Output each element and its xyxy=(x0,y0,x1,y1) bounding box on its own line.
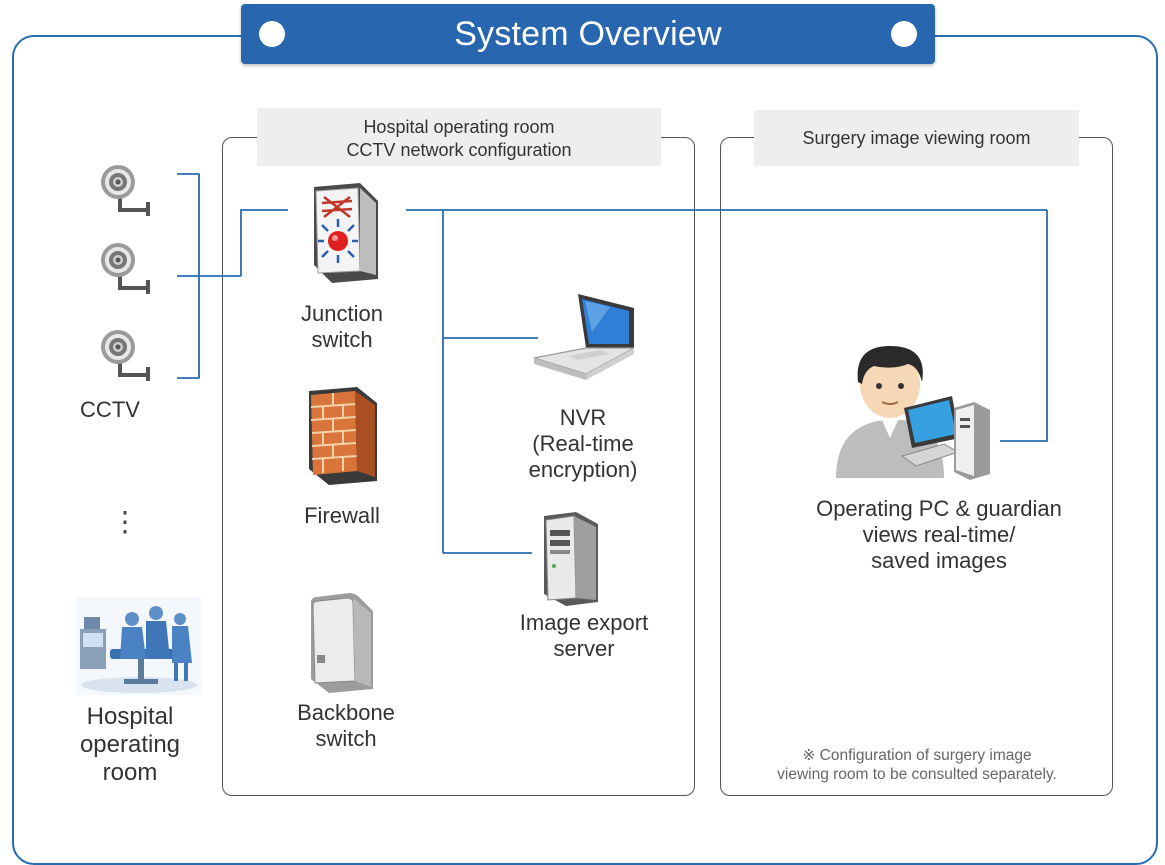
label-line: Operating PC & guardian xyxy=(816,496,1062,521)
panel-title-line: CCTV network configuration xyxy=(346,140,572,160)
backbone-switch-label: Backbone switch xyxy=(280,700,412,752)
label-line: Image export xyxy=(519,610,649,635)
hospital-network-panel-title: Hospital operating room CCTV network con… xyxy=(257,108,661,166)
cctv-camera-icon xyxy=(101,243,150,294)
label-line: encryption) xyxy=(528,457,638,482)
firewall-label: Firewall xyxy=(304,503,380,528)
backbone-switch-icon xyxy=(311,593,373,693)
operating-pc-label: Operating PC & guardian views real-time/… xyxy=(780,496,1098,574)
image-export-server-label: Image export server xyxy=(500,610,668,662)
label-line: room xyxy=(102,759,158,786)
operating-room-label: Hospital operating room xyxy=(60,703,200,787)
laptop-icon xyxy=(533,294,635,380)
banner-dot-right xyxy=(891,21,917,47)
server-icon xyxy=(544,512,598,606)
cctv-camera-icon xyxy=(101,330,150,381)
firewall-icon xyxy=(309,387,377,485)
junction-switch-label: Junction switch xyxy=(280,301,404,353)
label-line: views real-time/ xyxy=(862,522,1016,547)
panel-title-line: Hospital operating room xyxy=(363,117,555,137)
consultation-note: ※ Configuration of surgery image viewing… xyxy=(732,746,1102,784)
page-title: System Overview xyxy=(454,15,722,53)
junction-switch-icon xyxy=(314,183,378,283)
label-line: saved images xyxy=(871,548,1007,573)
more-cameras-ellipsis: ⋮ xyxy=(111,506,139,537)
operator-workstation-icon xyxy=(836,346,990,480)
note-line: ※ Configuration of surgery image xyxy=(802,747,1032,764)
label-line: Junction xyxy=(301,301,383,326)
cctv-label: CCTV xyxy=(80,397,140,422)
label-line: Hospital xyxy=(86,703,174,730)
label-line: (Real-time xyxy=(532,431,634,456)
label-line: switch xyxy=(311,327,373,352)
label-line: server xyxy=(553,636,615,661)
label-line: switch xyxy=(315,726,377,751)
note-line: viewing room to be consulted separately. xyxy=(777,766,1057,783)
operating-room-icon xyxy=(76,597,202,695)
nvr-label: NVR (Real-time encryption) xyxy=(500,405,666,483)
label-line: NVR xyxy=(559,405,607,430)
label-line: operating xyxy=(79,731,181,758)
viewing-room-panel-title: Surgery image viewing room xyxy=(754,110,1079,166)
label-line: Backbone xyxy=(297,700,395,725)
cctv-camera-icon xyxy=(101,165,150,216)
banner-dot-left xyxy=(259,21,285,47)
title-banner xyxy=(241,4,935,64)
hospital-network-panel xyxy=(222,137,695,796)
